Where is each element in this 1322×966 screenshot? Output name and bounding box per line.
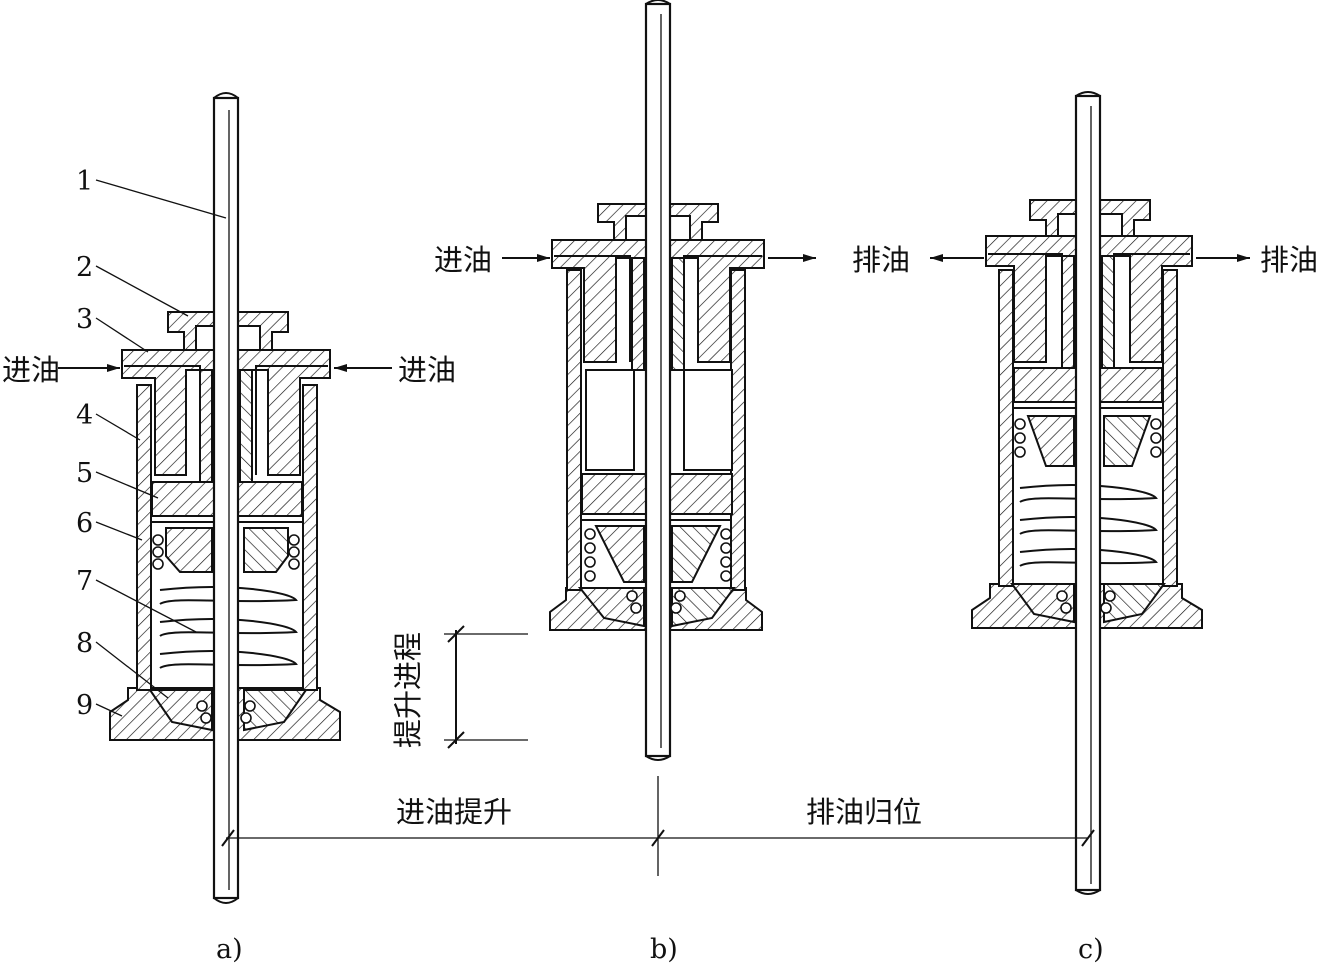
balls-b	[584, 528, 732, 614]
collet-lower-right-c	[1103, 583, 1166, 624]
part-number-9: 9	[76, 690, 93, 721]
top-cap-b	[551, 239, 765, 363]
phase-label-lift: 进油提升	[396, 795, 512, 829]
sleeve-left-b	[631, 257, 645, 371]
phase-label-return: 排油归位	[806, 795, 922, 829]
sleeve-left-c	[1061, 255, 1075, 369]
part-number-8: 8	[76, 628, 93, 659]
part-number-5: 5	[76, 458, 93, 489]
caption-a: a)	[216, 934, 243, 965]
part-number-4: 4	[76, 400, 93, 431]
collet-upper-right-b	[671, 525, 722, 583]
collet-lower-right-b	[671, 587, 736, 628]
collet-lower-left-a	[148, 689, 213, 732]
upper-cap-a	[167, 311, 289, 351]
upper-cap-c	[1029, 199, 1151, 237]
sleeve-right-c	[1101, 255, 1115, 369]
part-number-3: 3	[76, 304, 93, 335]
sleeve-right-b	[671, 257, 685, 371]
inlet-label-a-left: 进油	[2, 353, 60, 387]
outlet-label-c-right: 排油	[1260, 243, 1318, 277]
housing-wall-right-c	[1162, 269, 1178, 587]
rod-b	[644, 2, 672, 758]
caption-c: c)	[1078, 934, 1104, 965]
housing-wall-left-a	[136, 384, 152, 691]
upper-cap-b	[597, 203, 719, 241]
collet-upper-left-c	[1026, 415, 1075, 467]
balls-a	[152, 534, 300, 724]
collet-upper-left-b	[594, 525, 645, 583]
part-number-1: 1	[76, 166, 93, 197]
outlet-label-c-left: 排油	[852, 243, 910, 277]
rod-c	[1074, 94, 1102, 892]
housing-wall-left-c	[998, 269, 1014, 587]
part-leaders	[95, 179, 227, 717]
part-number-7: 7	[76, 566, 93, 597]
panel-a	[58, 92, 392, 904]
top-cap-a	[121, 349, 331, 476]
inlet-label-b: 进油	[434, 243, 492, 277]
collet-lower-right-a	[243, 689, 308, 732]
collet-upper-left-a	[165, 527, 213, 573]
chamber-left-b	[585, 369, 635, 471]
phase-dimension	[221, 776, 1095, 876]
panel-c	[930, 91, 1250, 895]
sleeve-left-a	[199, 369, 213, 483]
inlet-label-a-right: 进油	[398, 353, 456, 387]
housing-wall-right-a	[302, 384, 318, 691]
top-cap-c	[985, 235, 1193, 363]
part-numbers: 1 2 3 4 5 6 7 8 9	[76, 166, 93, 721]
chamber-right-b	[683, 369, 733, 471]
collet-upper-right-c	[1103, 415, 1152, 467]
stroke-label: 提升进程	[391, 632, 425, 748]
rod-a	[212, 96, 240, 900]
caption-b: b)	[650, 934, 678, 965]
collet-upper-right-a	[243, 527, 289, 573]
stroke-dimension	[444, 625, 528, 749]
panel-b	[444, 0, 816, 761]
housing-wall-right-b	[730, 269, 746, 591]
sleeve-right-a	[239, 369, 253, 483]
balls-c	[1014, 418, 1162, 614]
housing-wall-left-b	[566, 269, 582, 591]
part-number-6: 6	[76, 508, 93, 539]
part-number-2: 2	[76, 252, 93, 283]
